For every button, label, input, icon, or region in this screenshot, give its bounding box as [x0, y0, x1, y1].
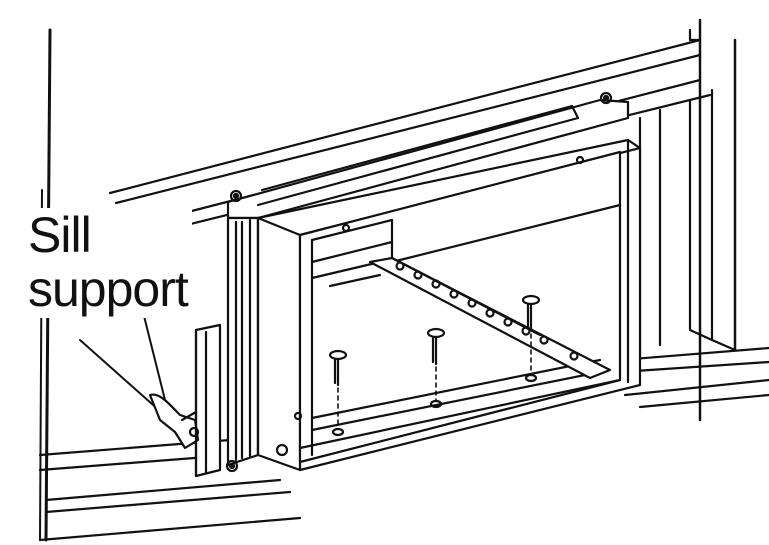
top-channel	[226, 91, 630, 220]
screw-2	[426, 327, 446, 409]
sill-support-label: Sill support	[28, 208, 192, 318]
sill-support-part	[148, 328, 200, 478]
screw-1	[328, 349, 348, 437]
left-side-panel	[194, 216, 260, 478]
diagonal-bracket	[368, 256, 612, 380]
sill-support-label-line1: Sill	[28, 207, 92, 263]
screw-3	[521, 294, 541, 383]
sill-support-label-line2: support	[28, 261, 189, 317]
